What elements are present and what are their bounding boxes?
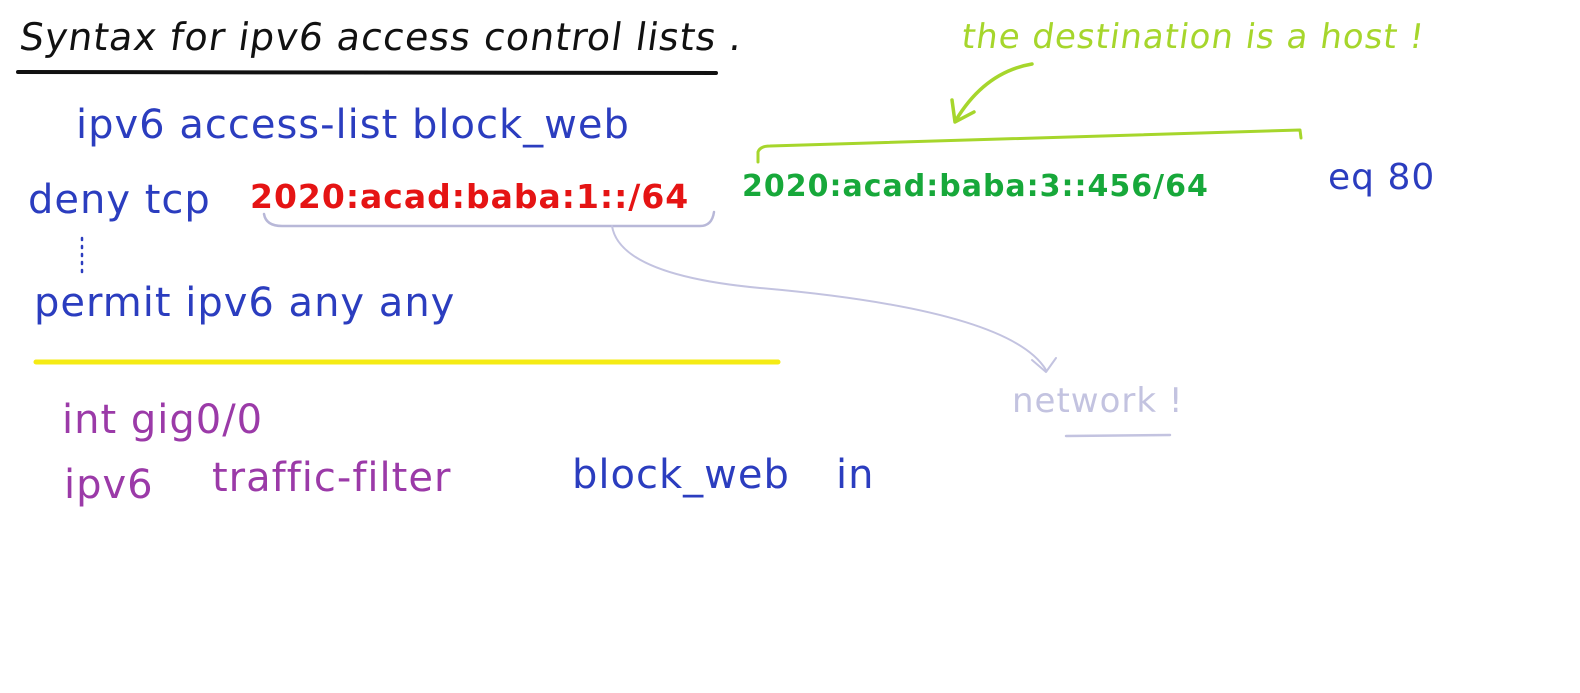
acl-definition-line: ipv6 access-list block_web — [76, 102, 630, 148]
title-underline — [16, 70, 718, 75]
traffic-filter-acl-name: block_web — [572, 452, 790, 498]
ipv6-keyword: ipv6 — [64, 462, 154, 508]
destination-bracket — [756, 128, 1303, 164]
network-arrowhead — [1031, 357, 1057, 373]
interface-line: int gig0/0 — [62, 397, 264, 443]
host-arrowhead — [950, 98, 976, 124]
network-arrow — [611, 225, 1047, 371]
traffic-filter-direction: in — [836, 452, 875, 498]
page-title: Syntax for ipv6 access control lists . — [16, 15, 746, 59]
traffic-filter-keyword: traffic-filter — [212, 455, 452, 501]
deny-tcp-keyword: deny tcp — [28, 177, 211, 223]
host-arrow — [954, 62, 1034, 122]
network-annotation: network ! — [1012, 381, 1184, 421]
source-network-address: 2020:acad:baba:1::/64 — [250, 177, 690, 216]
destination-host-address: 2020:acad:baba:3::456/64 — [742, 169, 1209, 204]
port-match: eq 80 — [1328, 157, 1436, 198]
host-annotation: the destination is a host ! — [959, 17, 1428, 57]
source-bracket — [262, 210, 716, 228]
permit-line: permit ipv6 any any — [34, 280, 456, 326]
network-underline — [1064, 433, 1172, 438]
